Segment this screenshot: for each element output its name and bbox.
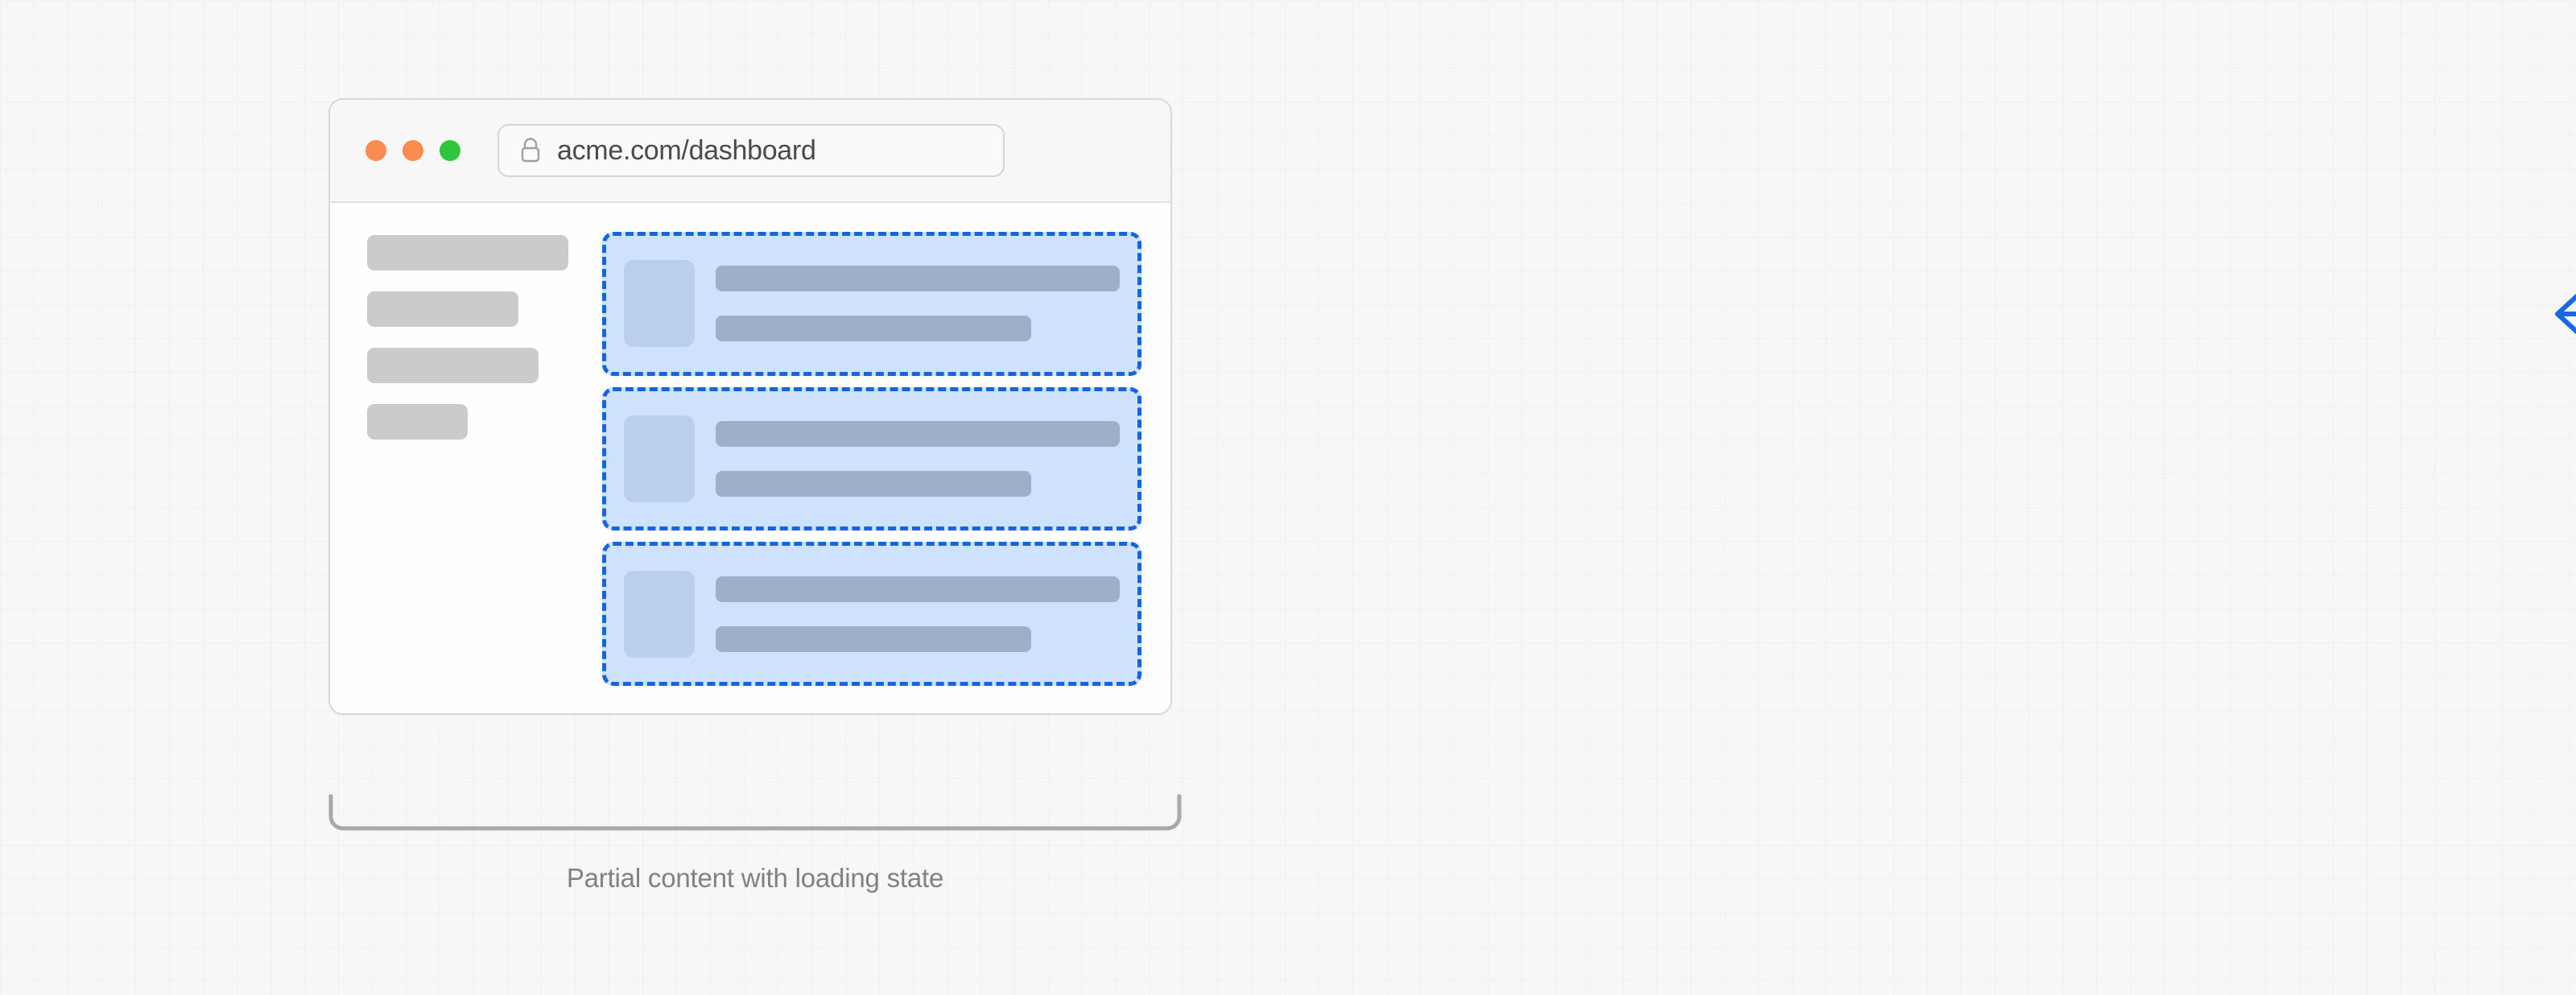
sidebar-skeleton xyxy=(367,232,568,686)
window-maximize-button[interactable] xyxy=(440,140,460,161)
skeleton-line xyxy=(716,576,1120,602)
skeleton-line xyxy=(716,421,1120,447)
partial-content-panel: acme.com/dashboard xyxy=(328,98,1182,893)
window-minimize-button[interactable] xyxy=(402,140,423,161)
skeleton-line xyxy=(716,471,1031,497)
skeleton-line xyxy=(716,316,1031,342)
browser-chrome-bar: acme.com/dashboard xyxy=(330,100,1170,203)
content-skeleton-list xyxy=(602,232,1141,687)
sidebar-skeleton-bar xyxy=(367,348,539,383)
card-text-skeleton xyxy=(716,421,1120,497)
sidebar-skeleton-bar xyxy=(367,404,468,440)
sidebar-skeleton-bar xyxy=(367,291,518,327)
browser-viewport xyxy=(330,203,1170,713)
sidebar-skeleton-bar xyxy=(367,235,568,270)
window-close-button[interactable] xyxy=(365,140,386,161)
image-placeholder-icon xyxy=(624,415,695,502)
skeleton-line xyxy=(716,625,1031,652)
loading-card[interactable] xyxy=(602,386,1141,531)
loading-card[interactable] xyxy=(602,542,1141,687)
caption-partial-content: Partial content with loading state xyxy=(566,863,944,893)
browser-window-mockup: acme.com/dashboard xyxy=(328,98,1172,715)
address-bar-url[interactable]: acme.com/dashboard xyxy=(557,134,816,166)
stream-arrow-1 xyxy=(2555,294,2576,334)
loading-card[interactable] xyxy=(602,232,1141,376)
card-text-skeleton xyxy=(716,576,1120,652)
lock-icon xyxy=(521,138,540,163)
card-text-skeleton xyxy=(716,266,1120,342)
bracket-left xyxy=(328,794,1182,831)
image-placeholder-icon xyxy=(624,570,695,658)
streaming-content-panel: Suspended content streaming in xyxy=(1288,0,2576,995)
image-placeholder-icon xyxy=(624,260,695,348)
skeleton-line xyxy=(716,266,1120,292)
traffic-light-controls xyxy=(365,140,460,161)
address-bar[interactable]: acme.com/dashboard xyxy=(497,124,1005,177)
